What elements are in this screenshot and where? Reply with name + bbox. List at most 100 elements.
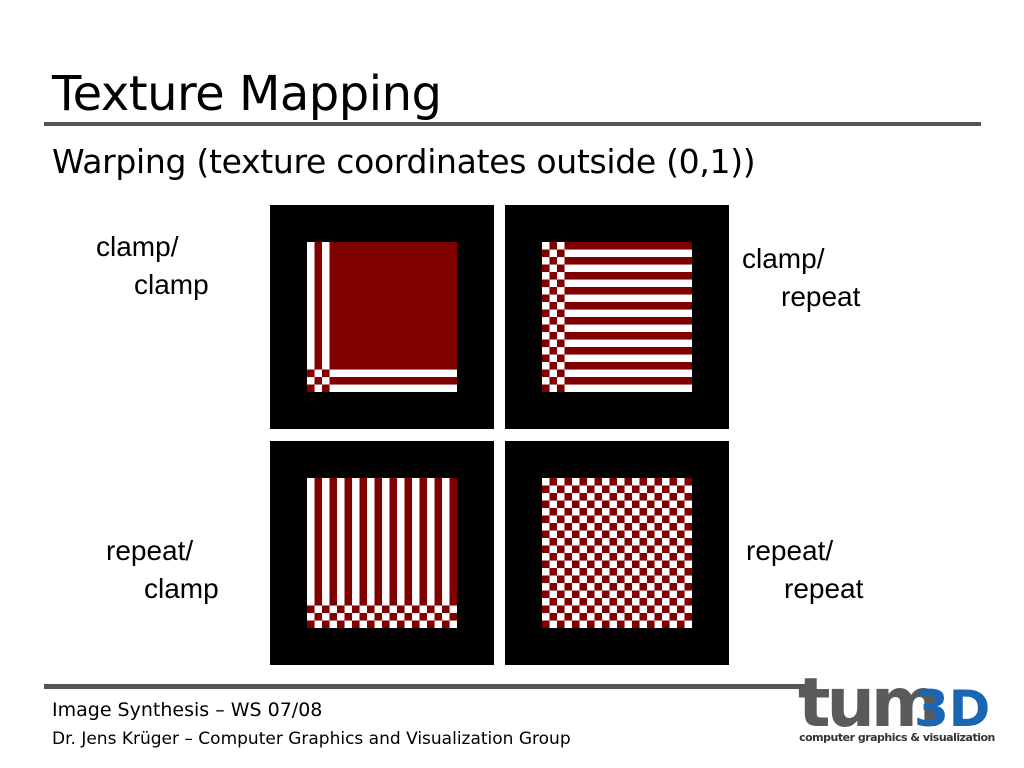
texture-cell <box>329 332 338 340</box>
texture-cell <box>442 324 450 333</box>
texture-cell <box>624 347 633 355</box>
texture-cell <box>314 377 323 385</box>
texture-cell <box>337 249 345 258</box>
texture-cell <box>564 613 573 621</box>
texture-cell <box>367 377 375 385</box>
texture-cell <box>397 354 405 363</box>
texture-cell <box>412 302 420 310</box>
label-line1: repeat/ <box>106 535 194 566</box>
texture-cell <box>427 309 435 318</box>
texture-cell <box>434 613 443 621</box>
texture-cell <box>419 613 428 621</box>
texture-cell <box>449 538 457 546</box>
texture-cell <box>434 523 443 531</box>
texture-cell <box>624 302 633 310</box>
texture-cell <box>557 279 565 288</box>
texture-cell <box>404 575 413 584</box>
texture-cell <box>359 347 368 355</box>
texture-cell <box>419 508 428 516</box>
texture-cell <box>442 332 450 340</box>
texture-cell <box>542 485 550 494</box>
texture-cell <box>352 339 360 348</box>
texture-cell <box>329 294 338 303</box>
texture-cell <box>449 545 457 554</box>
texture-cell <box>329 508 338 516</box>
texture-cell <box>647 347 655 355</box>
texture-cell <box>449 242 457 250</box>
texture-cell <box>449 478 457 486</box>
texture-cell <box>329 500 338 509</box>
footer-course: Image Synthesis – WS 07/08 <box>52 699 323 721</box>
texture-cell <box>352 354 360 363</box>
texture-cell <box>374 493 383 501</box>
texture-cell <box>404 362 413 370</box>
texture-cell <box>329 339 338 348</box>
texture-cell <box>557 590 565 599</box>
texture-cell <box>632 485 640 494</box>
texture-cell <box>389 508 398 516</box>
texture-cell <box>557 500 565 509</box>
texture-cell <box>419 362 428 370</box>
texture-cell <box>617 242 625 250</box>
texture-cell <box>557 485 565 494</box>
texture-cell <box>632 575 640 584</box>
texture-cell <box>617 545 625 554</box>
texture-cell <box>427 287 435 295</box>
texture-cell <box>632 590 640 599</box>
texture-cell <box>617 302 625 310</box>
texture-cell <box>367 249 375 258</box>
texture-cell <box>549 583 558 591</box>
texture-cell <box>677 377 685 385</box>
texture-cell <box>374 500 383 509</box>
texture-cell <box>329 613 338 621</box>
texture-cell <box>564 332 573 340</box>
texture-cell <box>314 613 323 621</box>
texture-cell <box>564 493 573 501</box>
texture-cell <box>442 264 450 273</box>
texture-cell <box>329 242 338 250</box>
texture-cell <box>314 560 323 569</box>
texture-cell <box>359 324 368 333</box>
texture-cell <box>449 309 457 318</box>
texture-cell <box>609 287 618 295</box>
texture-cell <box>344 530 353 539</box>
texture-cell <box>647 620 655 628</box>
texture-cell <box>669 242 678 250</box>
texture-cell <box>412 264 420 273</box>
texture-cell <box>389 523 398 531</box>
texture-cell <box>404 485 413 494</box>
texture-cell <box>617 530 625 539</box>
texture-cell <box>442 257 450 265</box>
texture-cell <box>647 272 655 280</box>
texture-cell <box>639 568 648 576</box>
texture-cell <box>579 553 588 561</box>
texture-cell <box>344 279 353 288</box>
texture-cell <box>579 287 588 295</box>
texture-cell <box>314 309 323 318</box>
texture-cell <box>624 568 633 576</box>
texture-cell <box>639 478 648 486</box>
texture-cell <box>557 309 565 318</box>
texture-cell <box>542 324 550 333</box>
texture-cell <box>329 257 338 265</box>
texture-cell <box>632 530 640 539</box>
texture-cell <box>404 302 413 310</box>
texture-cell <box>359 279 368 288</box>
texture-cell <box>382 605 390 614</box>
texture-cell <box>419 324 428 333</box>
texture-cell <box>579 523 588 531</box>
texture-cell <box>344 272 353 280</box>
texture-cell <box>632 362 640 370</box>
texture-cell <box>374 242 383 250</box>
texture-cell <box>579 347 588 355</box>
slide-subtitle: Warping (texture coordinates outside (0,… <box>52 142 756 181</box>
texture-cell <box>639 317 648 325</box>
texture-cell <box>434 598 443 606</box>
texture-cell <box>382 332 390 340</box>
texture-cell <box>609 377 618 385</box>
texture-cell <box>594 332 603 340</box>
texture-cell <box>337 354 345 363</box>
texture-cell <box>587 515 595 524</box>
texture-cell <box>624 583 633 591</box>
texture-cell <box>344 249 353 258</box>
